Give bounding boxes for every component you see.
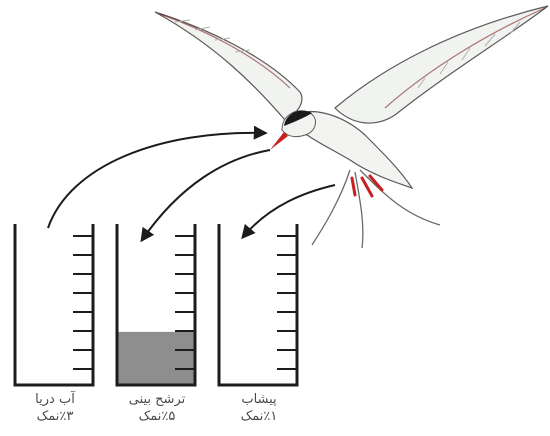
container-fill-nasal	[117, 332, 195, 385]
nasal-name: ترشح بینی	[102, 391, 212, 408]
urine-name: پیشاب	[204, 391, 314, 408]
arrow-bird-to-nasal	[142, 150, 270, 240]
label-seawater: آب دریا ٪۳نمک	[0, 391, 110, 425]
arrow-seawater-to-bird	[48, 133, 265, 228]
arctic-tern-icon	[155, 6, 548, 248]
urine-salt: ٪۱نمک	[204, 408, 314, 425]
label-urine: پیشاب ٪۱نمک	[204, 391, 314, 425]
seawater-name: آب دریا	[0, 391, 110, 408]
container-urine	[219, 224, 297, 385]
nasal-salt: ٪۵نمک	[102, 408, 212, 425]
container-seawater	[15, 224, 93, 385]
seawater-salt: ٪۳نمک	[0, 408, 110, 425]
label-nasal: ترشح بینی ٪۵نمک	[102, 391, 212, 425]
